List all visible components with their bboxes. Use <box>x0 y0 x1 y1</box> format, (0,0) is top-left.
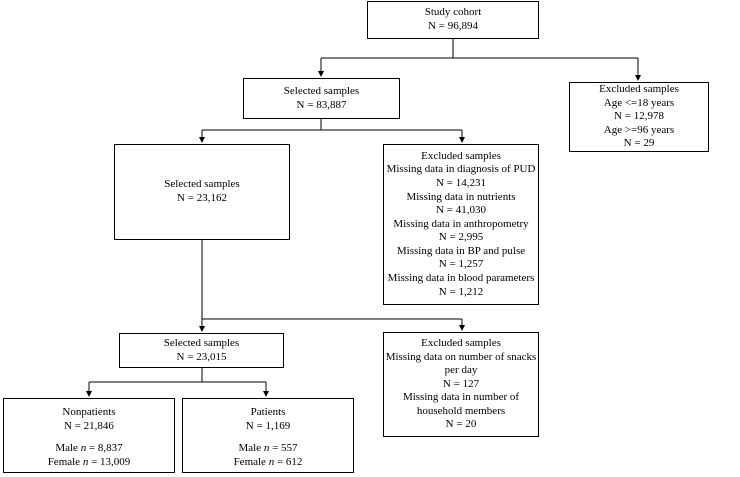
patients-box: Patients N = 1,169 Male n = 557 Female n… <box>182 398 354 473</box>
n-symbol: n <box>82 455 89 468</box>
arrowhead <box>199 137 205 143</box>
selected-samples-box-1: Selected samples N = 83,887 <box>243 78 400 119</box>
arrowhead <box>318 71 324 77</box>
box-text: Missing data in number of <box>402 391 520 404</box>
nonpatients-sex-breakdown: Male n = 8,837 Female n = 13,009 <box>48 442 131 469</box>
box-text: Excluded samples <box>599 83 679 96</box>
excluded-age-box: Excluded samples Age <=18 years N = 12,9… <box>569 82 709 152</box>
arrowhead <box>635 75 641 81</box>
female-count: Female n = 612 <box>234 456 303 470</box>
patients-summary: Patients N = 1,169 <box>246 406 290 433</box>
female-label: Female <box>47 455 83 468</box>
box-text: N = 21,846 <box>64 419 114 432</box>
box-text: Study cohort <box>424 6 482 19</box>
n-symbol: n <box>80 442 87 455</box>
arrowhead <box>263 391 269 397</box>
box-text: N = 14,231 <box>436 176 486 189</box>
arrowhead <box>459 137 465 143</box>
box-text: Selected samples <box>164 178 240 191</box>
n-symbol: n <box>263 442 270 455</box>
nonpatients-box: Nonpatients N = 21,846 Male n = 8,837 Fe… <box>3 398 175 473</box>
excluded-missing-data-box: Excluded samples Missing data in diagnos… <box>383 144 539 305</box>
female-value: = 612 <box>274 455 303 468</box>
box-text: N = 127 <box>442 377 480 390</box>
female-count: Female n = 13,009 <box>48 456 131 470</box>
box-text: Excluded samples <box>421 149 501 162</box>
study-cohort-box: Study cohort N = 96,894 <box>367 1 539 39</box>
box-text: per day <box>444 364 478 377</box>
box-text: Missing data in anthropometry <box>393 217 529 230</box>
box-text: N = 1,257 <box>438 258 484 271</box>
box-text: Age >=96 years <box>603 123 675 136</box>
box-text: Missing data in diagnosis of PUD <box>386 163 536 176</box>
box-text: household members <box>416 404 506 417</box>
box-text: N = 2,995 <box>438 231 484 244</box>
box-text: Missing data on number of snacks <box>385 350 537 363</box>
box-text: N = 12,978 <box>614 110 664 123</box>
box-text: N = 41,030 <box>436 204 486 217</box>
selected-samples-box-3: Selected samples N = 23,015 <box>119 333 284 368</box>
box-text: Selected samples <box>283 84 360 97</box>
box-text: Missing data in nutrients <box>406 190 516 203</box>
male-label: Male <box>238 442 264 455</box>
box-text: N = 83,887 <box>296 98 347 111</box>
box-text: N = 1,212 <box>438 285 484 298</box>
box-text: N = 20 <box>445 418 477 431</box>
arrowhead <box>459 325 465 331</box>
box-text: N = 96,894 <box>428 20 478 32</box>
box-text: N = 23,162 <box>177 192 227 204</box>
nonpatients-summary: Nonpatients N = 21,846 <box>62 406 115 433</box>
box-text: N = 29 <box>623 137 655 150</box>
male-value: = 8,837 <box>86 442 123 455</box>
n-symbol: n <box>268 455 275 468</box>
box-text: Age <=18 years <box>603 96 675 109</box>
male-count: Male n = 8,837 <box>48 442 131 456</box>
male-value: = 557 <box>269 442 298 455</box>
box-text: Missing data in blood parameters <box>387 272 535 285</box>
male-count: Male n = 557 <box>234 442 303 456</box>
patients-sex-breakdown: Male n = 557 Female n = 612 <box>234 442 303 469</box>
box-text: Excluded samples <box>421 336 501 349</box>
box-text: N = 23,015 <box>176 350 227 363</box>
box-text: N = 1,169 <box>245 419 291 432</box>
female-value: = 13,009 <box>88 455 131 468</box>
arrowhead <box>86 391 92 397</box>
excluded-snacks-box: Excluded samples Missing data on number … <box>383 332 539 437</box>
box-text: Missing data in BP and pulse <box>396 244 526 257</box>
box-text: Nonpatients <box>62 406 116 418</box>
selected-samples-box-2: Selected samples N = 23,162 <box>114 144 290 240</box>
box-text: Patients <box>250 406 286 418</box>
male-label: Male <box>55 442 81 455</box>
female-label: Female <box>233 455 269 468</box>
arrowhead <box>199 326 205 332</box>
box-text: Selected samples <box>163 336 240 349</box>
